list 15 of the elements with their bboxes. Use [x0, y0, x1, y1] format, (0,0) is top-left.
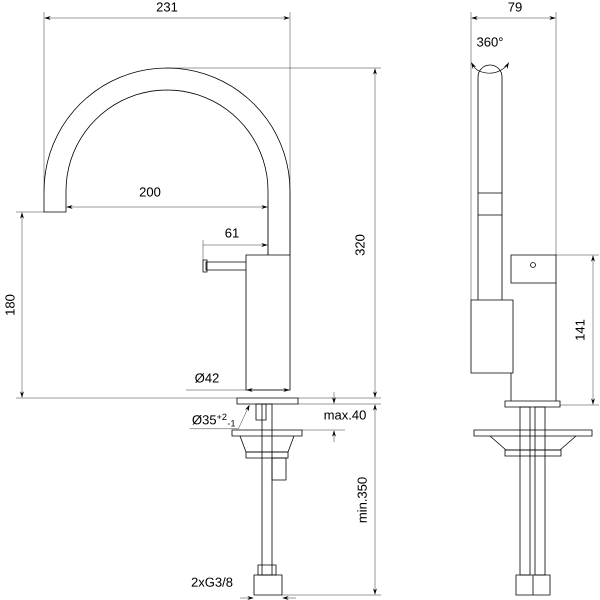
dimension-label: 141 [576, 320, 584, 340]
dimension-label: max.40 [324, 410, 366, 420]
dimension-label: 360° [477, 37, 503, 47]
leader-line [189, 404, 250, 430]
dimension-label: Ø35$^{+2}$-1 [192, 414, 236, 426]
dimension-label: 320 [355, 234, 365, 256]
dimension-label: 200 [140, 187, 160, 197]
dimension-label: 180 [5, 294, 15, 315]
dimension-label: 231 [156, 2, 178, 12]
dimension-label: Ø42 [195, 373, 219, 383]
dimension-label: min.350 [357, 477, 367, 522]
dimension-label: 2xG3/8 [192, 577, 232, 587]
base-plate [236, 398, 298, 404]
dimension-label: 79 [508, 2, 522, 12]
dimension-label: 61 [225, 228, 239, 238]
